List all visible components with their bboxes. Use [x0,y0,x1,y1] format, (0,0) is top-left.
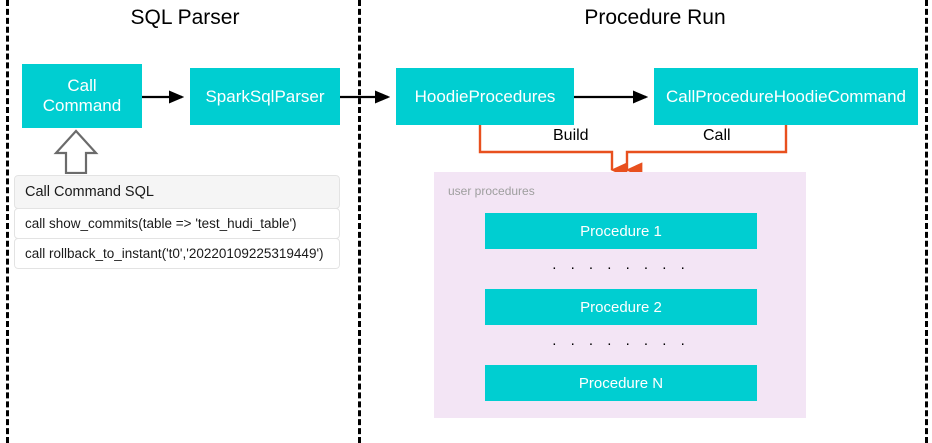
procedure-box[interactable]: Procedure 1 [485,213,757,249]
procedure-box[interactable]: Procedure 2 [485,289,757,325]
procedure-box[interactable]: Procedure N [485,365,757,401]
call-command-sql-table: Call Command SQL call show_commits(table… [14,175,340,269]
node-spark-sql-parser[interactable]: SparkSqlParser [190,68,340,125]
node-call-command-line1: Call [67,76,97,96]
node-call-command-line2: Command [42,96,122,115]
procedure-ellipsis: . . . . . . . . [552,256,690,273]
user-procedures-panel-label: user procedures [448,184,535,198]
procedure-ellipsis: . . . . . . . . [552,332,690,349]
sql-table-row: call show_commits(table => 'test_hudi_ta… [14,208,340,239]
edge-label-call: Call [698,127,736,145]
section-divider-middle [358,0,361,443]
sql-table-row: call rollback_to_instant('t0','202201092… [14,238,340,269]
section-title-sql-parser: SQL Parser [130,6,240,29]
user-procedures-panel: user procedures Procedure 1 . . . . . . … [434,172,806,418]
edge-label-build: Build [548,127,594,145]
block-up-arrow-icon [53,129,99,174]
node-call-command[interactable]: Call Command [22,64,142,128]
node-hoodie-procedures[interactable]: HoodieProcedures [396,68,574,125]
section-divider-right [925,0,928,443]
section-title-procedure-run: Procedure Run [584,6,726,29]
node-call-procedure-hoodie-command[interactable]: CallProcedureHoodieCommand [654,68,918,125]
node-call-command-label: Call Command [43,76,121,115]
section-divider-left [6,0,9,443]
sql-table-header: Call Command SQL [14,175,340,209]
